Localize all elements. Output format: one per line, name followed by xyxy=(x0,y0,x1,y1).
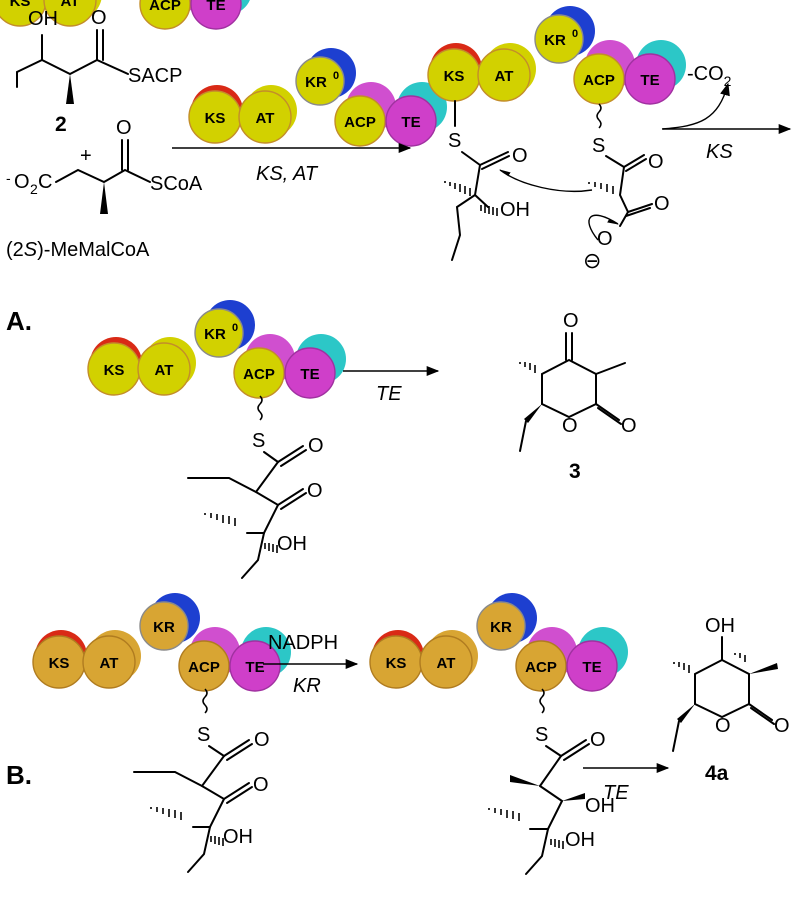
svg-text:ACP: ACP xyxy=(188,659,220,676)
svg-text:O: O xyxy=(512,145,528,167)
svg-text:KR: KR xyxy=(153,619,175,636)
o-label: O xyxy=(91,7,107,29)
section-b-chain-1: S O O OH xyxy=(133,688,270,873)
svg-text:O: O xyxy=(14,171,30,193)
svg-text:O: O xyxy=(254,729,270,751)
at-label: AT xyxy=(61,0,80,10)
section-b-chain-2: S O OH OH xyxy=(488,688,615,875)
kr-arrow-label: KR xyxy=(293,675,321,697)
kr-domain-b xyxy=(139,601,189,651)
section-a-chain: S O O OH xyxy=(187,395,324,579)
mmcoa-label: (2S)-MeMalCoA xyxy=(6,239,150,261)
te-label-b: TE xyxy=(603,782,629,804)
svg-text:O: O xyxy=(597,228,613,250)
oh-label: OH xyxy=(28,8,58,30)
svg-text:2: 2 xyxy=(30,181,38,197)
compound-2-label: 2 xyxy=(55,113,67,136)
section-a-label: A. xyxy=(6,306,32,336)
svg-text:KS: KS xyxy=(49,655,70,672)
at-domain xyxy=(43,0,97,27)
acp-domain xyxy=(139,0,191,30)
compound-2: OH O SACP 2 + xyxy=(16,7,182,167)
svg-text:OH: OH xyxy=(585,795,615,817)
loaded-acp-chain: S O O O ⊖ xyxy=(499,103,670,273)
acp-domain-b xyxy=(178,640,230,692)
decarboxylation-arrow xyxy=(661,82,730,130)
svg-text:O: O xyxy=(621,415,637,437)
svg-text:O: O xyxy=(648,151,664,173)
minus-co2-label: -CO2 xyxy=(687,63,732,89)
te-domain xyxy=(190,0,242,30)
pks-module-kr0: KS AT KR 0 ACP TE xyxy=(0,0,250,30)
te-label-a: TE xyxy=(376,383,402,405)
svg-text:O: O xyxy=(307,480,323,502)
acp-label: ACP xyxy=(149,0,181,14)
compound-3: O O O 3 xyxy=(519,310,637,483)
pks-module-kr: KS AT KR ACP TE xyxy=(32,593,291,692)
svg-text:S: S xyxy=(448,130,461,152)
ks-label: KS xyxy=(10,0,31,10)
svg-text:OH: OH xyxy=(500,199,530,221)
compound-4a: OH O O 4a xyxy=(672,615,790,785)
svg-text:O: O xyxy=(253,774,269,796)
svg-text:O: O xyxy=(308,435,324,457)
svg-text:O: O xyxy=(562,415,578,437)
svg-text:AT: AT xyxy=(100,655,119,672)
compound-4a-label: 4a xyxy=(705,762,729,785)
svg-text:O: O xyxy=(774,715,790,737)
sacp-label: SACP xyxy=(128,65,182,87)
svg-text:OH: OH xyxy=(277,533,307,555)
section-b-label: B. xyxy=(6,760,32,790)
ks-domain xyxy=(0,0,47,27)
svg-text:SCoA: SCoA xyxy=(150,173,203,195)
svg-text:S: S xyxy=(535,724,548,746)
methylmalonyl-coa: - O 2 C O SCoA (2S)-MeMalCoA xyxy=(6,117,203,261)
svg-text:O: O xyxy=(563,310,579,332)
loaded-ks-chain: S O OH xyxy=(444,100,530,261)
te-label: TE xyxy=(206,0,225,14)
at-domain-b xyxy=(82,635,136,689)
svg-text:O: O xyxy=(590,729,606,751)
svg-text:O: O xyxy=(116,117,132,139)
svg-text:OH: OH xyxy=(705,615,735,637)
svg-text:⊖: ⊖ xyxy=(583,248,601,273)
svg-text:S: S xyxy=(197,724,210,746)
compound-3-label: 3 xyxy=(569,460,581,483)
svg-text:OH: OH xyxy=(223,826,253,848)
nadph-label: NADPH xyxy=(268,632,338,654)
svg-text:O: O xyxy=(715,715,731,737)
svg-text:OH: OH xyxy=(565,829,595,851)
svg-text:TE: TE xyxy=(245,659,264,676)
svg-text:O: O xyxy=(654,193,670,215)
ks-at-label: KS, AT xyxy=(256,163,319,185)
plus-sign: + xyxy=(80,145,92,167)
svg-text:S: S xyxy=(592,135,605,157)
ks-arrow-label: KS xyxy=(706,141,733,163)
svg-text:C: C xyxy=(38,171,52,193)
svg-text:-: - xyxy=(6,170,11,186)
svg-text:S: S xyxy=(252,430,265,452)
te-domain-b xyxy=(229,640,281,692)
